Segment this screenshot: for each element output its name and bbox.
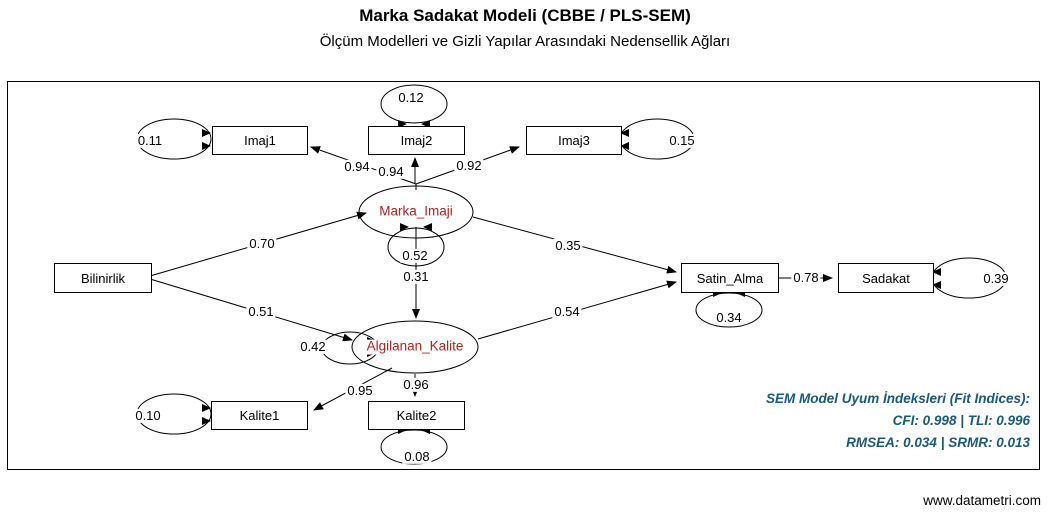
coef-loading-kalite1: 0.95 (345, 382, 375, 399)
coef-satin-sadakat: 0.78 (791, 269, 821, 286)
variance-kalite1: 0.10 (133, 407, 163, 424)
coef-kalite-satin: 0.54 (552, 303, 582, 320)
variance-satin-alma: 0.34 (714, 309, 744, 326)
variance-imaj3: 0.15 (667, 132, 697, 149)
fit-indices-rmsea-srmr: RMSEA: 0.034 | SRMR: 0.013 (846, 435, 1030, 450)
loop-satin-alma (695, 292, 763, 328)
node-marka-imaji: Marka_Imaji (377, 203, 455, 220)
page-subtitle: Ölçüm Modelleri ve Gizli Yapılar Arasınd… (319, 33, 731, 50)
coef-loading-imaj1: 0.94 (342, 158, 372, 175)
node-imaj1: Imaj1 (212, 126, 308, 155)
node-bilinirlik: Bilinirlik (54, 263, 152, 293)
loop-arrowheads (202, 120, 941, 434)
latent-ellipse-algilanan-kalite (351, 320, 479, 374)
node-kalite1: Kalite1 (211, 401, 308, 430)
variance-imaj2: 0.12 (396, 89, 426, 106)
fit-indices-cfi-tli: CFI: 0.998 | TLI: 0.996 (892, 413, 1030, 428)
coef-loading-imaj3: 0.92 (454, 157, 484, 174)
loop-imaj2 (380, 84, 448, 124)
node-kalite2: Kalite2 (368, 401, 465, 430)
coef-marka-kalite: 0.31 (401, 268, 431, 285)
fit-indices-block: SEM Model Uyum İndeksleri (Fit Indices):… (766, 388, 1030, 454)
variance-marka-imaji: 0.52 (400, 247, 430, 264)
coef-loading-kalite2: 0.96 (401, 376, 431, 393)
node-satin-alma: Satin_Alma (681, 263, 779, 293)
watermark-url: www.datametri.com (923, 493, 1041, 508)
loop-marka-imaji (387, 227, 445, 267)
fit-indices-heading: SEM Model Uyum İndeksleri (Fit Indices): (765, 391, 1030, 406)
coef-marka-satin: 0.35 (553, 237, 583, 254)
node-algilanan-kalite: Algilanan_Kalite (364, 338, 466, 355)
variance-algilanan-kalite: 0.42 (298, 338, 328, 355)
node-imaj2: Imaj2 (368, 126, 465, 155)
page-title: Marka Sadakat Modeli (CBBE / PLS-SEM) (359, 6, 691, 25)
node-imaj3: Imaj3 (526, 126, 622, 155)
variance-kalite2: 0.08 (402, 448, 432, 465)
variance-imaj1: 0.11 (135, 132, 165, 149)
variance-sadakat: 0.39 (981, 270, 1011, 287)
coef-bilinirlik-kalite: 0.51 (246, 303, 276, 320)
node-sadakat: Sadakat (838, 263, 934, 293)
coef-loading-imaj2: 0.94 (376, 163, 406, 180)
diagram-frame (7, 81, 1040, 470)
coef-bilinirlik-marka: 0.70 (247, 235, 277, 252)
